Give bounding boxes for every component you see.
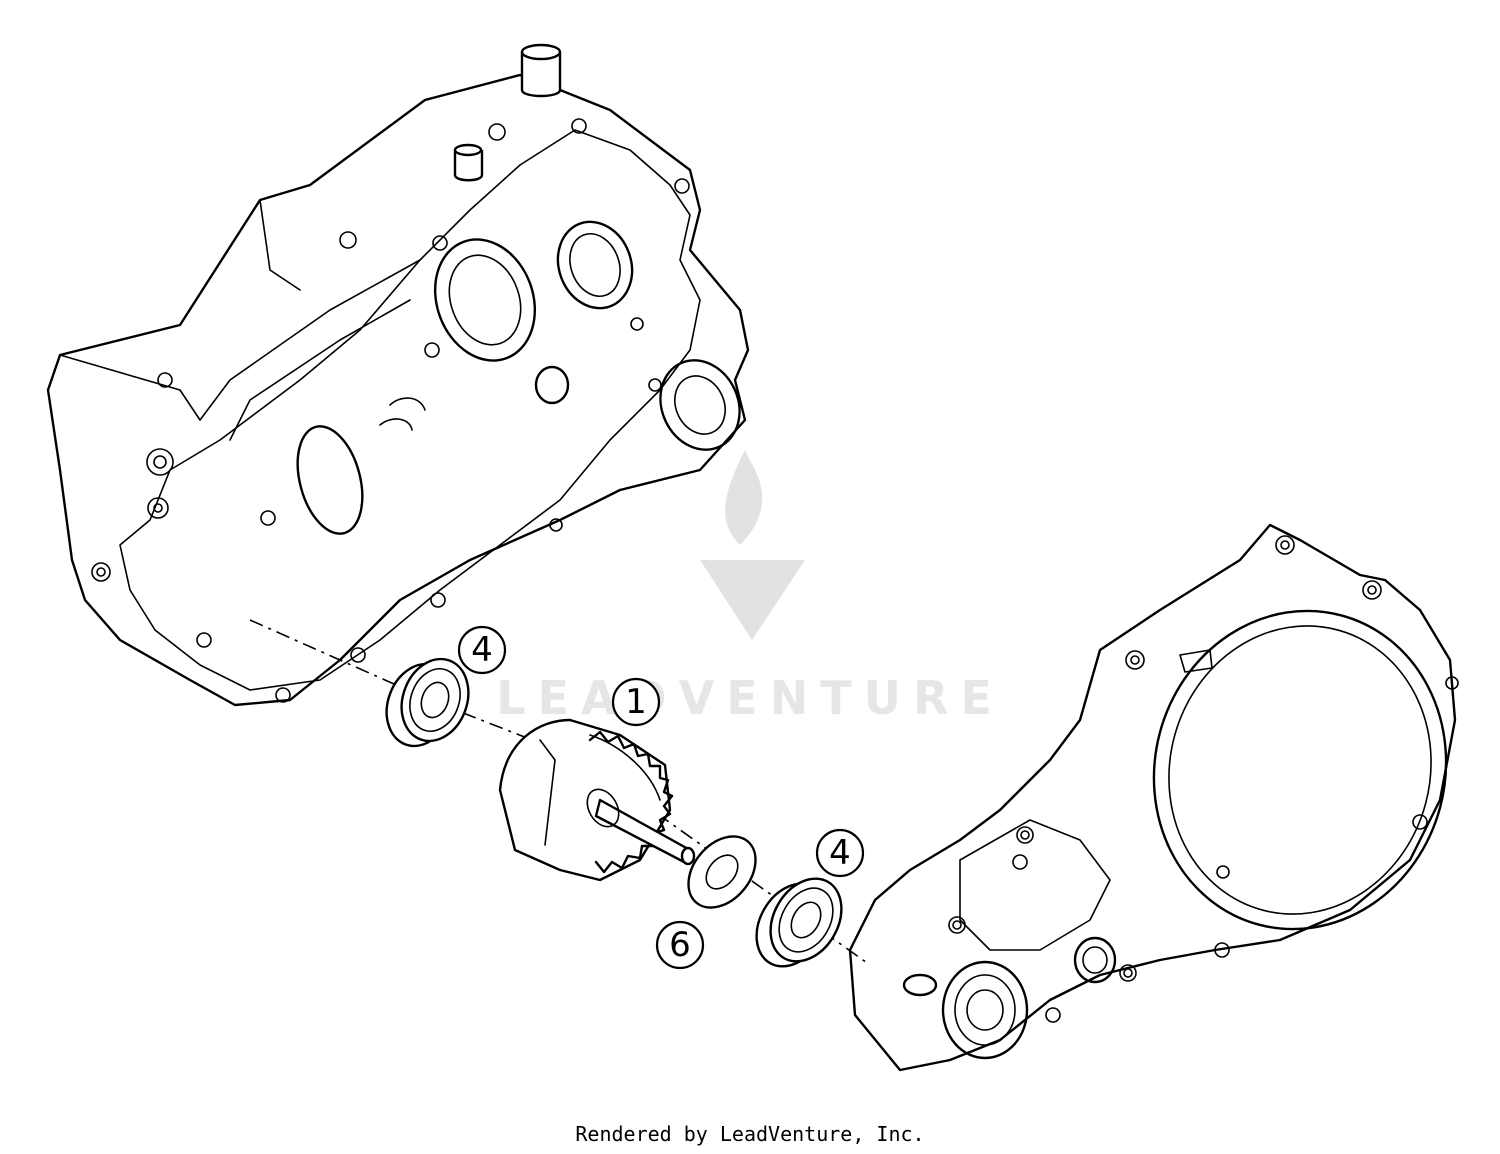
render-credit: Rendered by LeadVenture, Inc. [575,1122,925,1146]
callout-label: 6 [669,925,691,965]
washer [687,835,757,909]
v-logo-icon [700,560,805,640]
watermark-text: LEADVENTURE [496,671,1004,725]
bearing-upper [385,657,470,748]
leadventure-watermark: LEADVENTURE [496,450,1004,725]
callout-gear-assembly: 1 [611,677,661,727]
flame-logo-icon [725,450,763,545]
gear-assembly [498,718,696,882]
side-cover [848,523,1459,1072]
callout-bearing-lower: 4 [815,828,865,878]
callout-bearing-upper: 4 [457,625,507,675]
bearing-lower [755,877,843,968]
callout-label: 1 [625,682,647,722]
callout-label: 4 [829,833,851,873]
crankcase-half [46,43,750,707]
callout-label: 4 [471,630,493,670]
callout-washer: 6 [655,920,705,970]
